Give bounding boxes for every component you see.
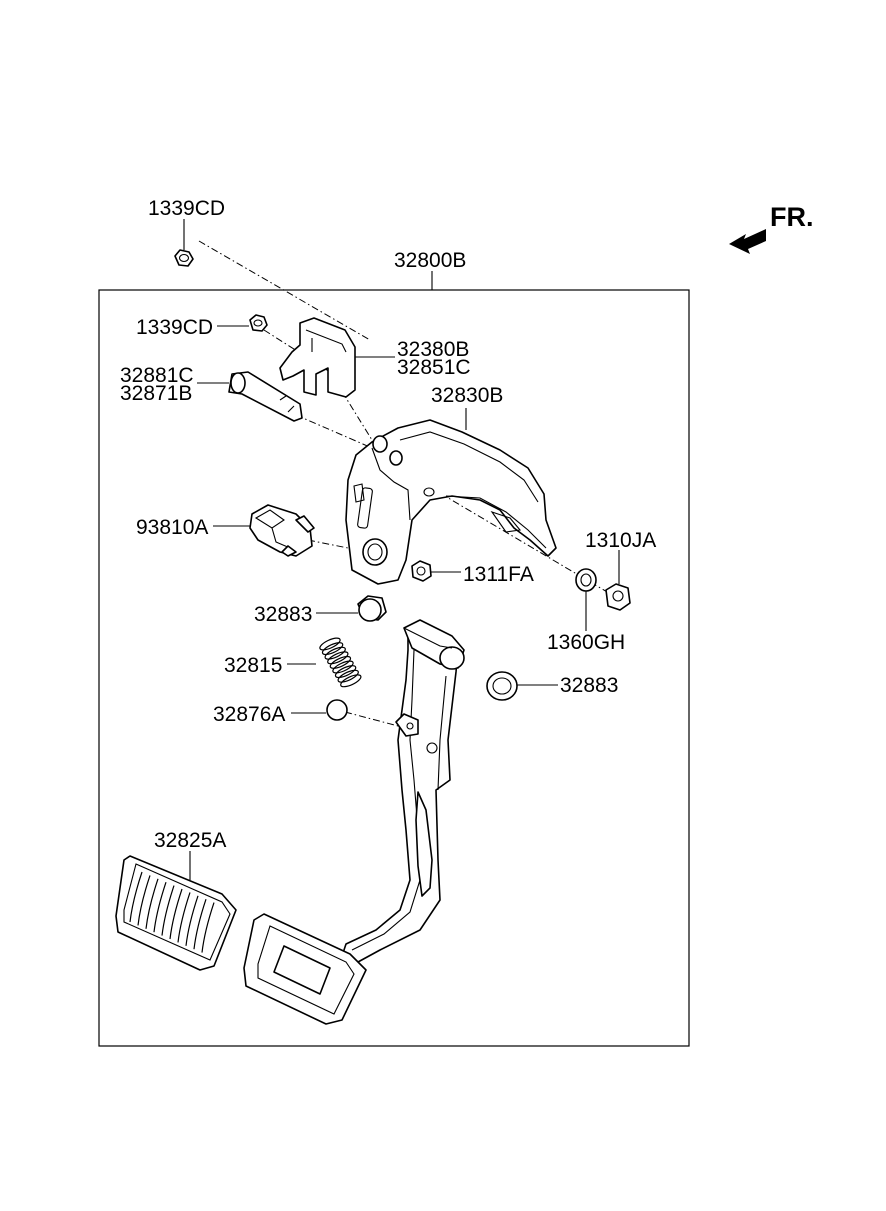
label-1311FA[interactable]: 1311FA — [463, 563, 534, 586]
spring-coil — [321, 642, 344, 656]
bushing-32883-right[interactable] — [486, 671, 558, 701]
nut-1339CD-top[interactable] — [174, 219, 194, 267]
label-32881C[interactable]: 32881C — [120, 364, 194, 387]
pedal-pad-ridge — [185, 895, 199, 946]
stop-lamp-switch-93810A[interactable] — [213, 504, 315, 557]
pedal-pad-ridge — [177, 892, 191, 943]
spring-coil — [329, 655, 352, 669]
pedal-pad-ridge — [169, 888, 183, 940]
label-32815[interactable]: 32815 — [224, 654, 282, 677]
stopper-32876A[interactable] — [291, 699, 348, 721]
pedal-pad-ridge — [153, 882, 167, 933]
label-1339CD-bracket[interactable]: 1339CD — [136, 316, 213, 339]
label-32883-left[interactable]: 32883 — [254, 603, 312, 626]
pedal-pad-mounted — [243, 913, 367, 1025]
label-32876A[interactable]: 32876A — [213, 703, 285, 726]
spring-coil — [324, 646, 346, 660]
spring-coil — [337, 669, 359, 683]
pedal-member-32830B[interactable] — [345, 408, 557, 585]
pedal-pad-32825A[interactable] — [115, 851, 237, 971]
nut-1311FA[interactable] — [411, 560, 461, 582]
bolt-heads — [372, 435, 403, 466]
pedal-pad-ridge — [145, 878, 159, 929]
pedal-pad-ridge — [201, 902, 215, 953]
bolt-32881C[interactable] — [197, 371, 303, 422]
bushing-32883-left[interactable] — [316, 595, 387, 622]
nut-1310JA[interactable] — [605, 550, 631, 611]
label-32800B[interactable]: 32800B — [394, 249, 466, 272]
label-93810A[interactable]: 93810A — [136, 516, 208, 539]
label-32825A[interactable]: 32825A — [154, 829, 226, 852]
label-32851C[interactable]: 32851C — [397, 356, 471, 379]
label-32883-right[interactable]: 32883 — [560, 674, 618, 697]
pedal-pad-ridge — [161, 885, 175, 936]
pedal-pad-ridge — [193, 899, 207, 950]
label-1339CD-top[interactable]: 1339CD — [148, 197, 225, 220]
label-32871B[interactable]: 32871B — [120, 382, 192, 405]
label-1310JA[interactable]: 1310JA — [585, 529, 656, 552]
spring-coil — [340, 674, 362, 688]
pedal-pad-ridge — [129, 871, 143, 923]
spring-coil — [334, 665, 357, 679]
front-direction-indicator: FR. — [729, 202, 814, 254]
arrow-left-down-icon — [729, 229, 766, 254]
spring-coil — [327, 651, 349, 665]
spring-coil — [332, 660, 354, 674]
spring-32815[interactable] — [287, 636, 362, 689]
bracket-32380B[interactable] — [279, 317, 395, 398]
label-1360GH[interactable]: 1360GH — [547, 631, 625, 654]
nut-1339CD-bracket[interactable] — [217, 314, 268, 332]
spring-coil — [319, 637, 341, 651]
label-32380B[interactable]: 32380B — [397, 338, 469, 361]
front-direction-label: FR. — [770, 202, 814, 232]
label-32830B[interactable]: 32830B — [431, 384, 503, 407]
assembly-frame: 32800B — [98, 249, 690, 1047]
pedal-pad-ridge — [137, 875, 151, 926]
pedal-arm[interactable] — [339, 619, 465, 963]
washer-1360GH[interactable] — [575, 568, 597, 631]
